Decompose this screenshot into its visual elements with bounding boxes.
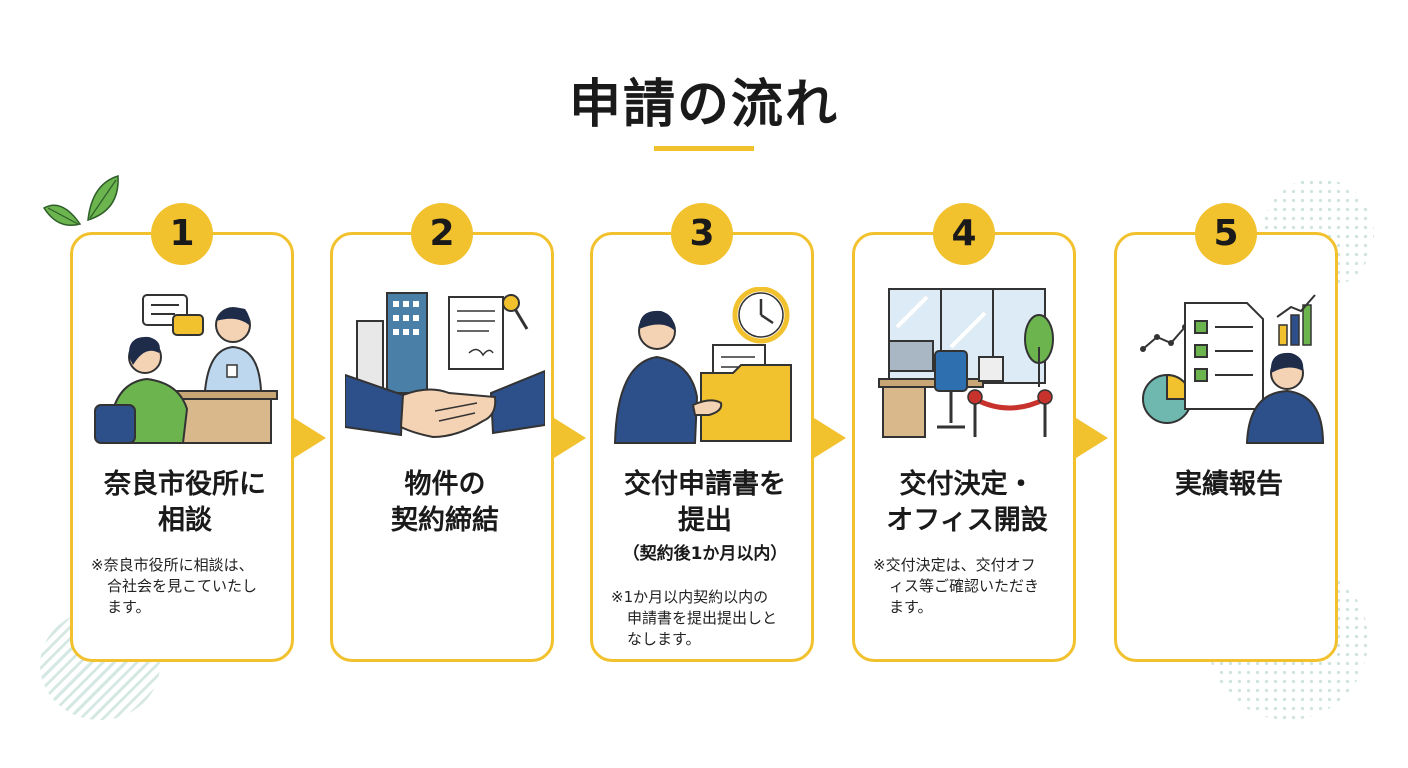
document-submit-icon xyxy=(613,287,792,444)
step-number-badge: 3 xyxy=(671,203,733,265)
step-card-3: 3 交付申請書を 提出 （契約後1か月以内） ※1か月以内契約以内の 申請書を提… xyxy=(590,203,814,662)
step-title: 交付決定・ オフィス開設 xyxy=(886,469,1048,536)
office-opening-icon xyxy=(878,288,1054,438)
step-note: ※交付決定は、交付オフ ィス等ご確認いただき ます。 xyxy=(873,556,1040,616)
step-subtitle: （契約後1か月以内） xyxy=(622,544,788,564)
step-note: ※奈良市役所に相談は、 合社会を見こていたし ます。 xyxy=(91,556,258,616)
flow-arrow xyxy=(294,418,326,458)
step-title: 交付申請書を 提出 xyxy=(624,469,786,536)
step-number-badge: 2 xyxy=(411,203,473,265)
step-number-badge: 5 xyxy=(1195,203,1257,265)
step-title: 物件の 契約締結 xyxy=(391,469,499,536)
flow-arrow xyxy=(814,418,846,458)
page-title: 申請の流れ xyxy=(568,75,839,135)
consultation-icon xyxy=(94,294,278,444)
step-card-5: 5 実績報告 xyxy=(1114,203,1338,662)
step-number-badge: 4 xyxy=(933,203,995,265)
report-icon xyxy=(1140,294,1325,444)
flow-arrow xyxy=(1076,418,1108,458)
leaf-icon xyxy=(42,175,119,226)
step-card-1: 1 奈良市役所に 相談 ※奈良市役所に相談は、 合社会を見こていたし ます。 xyxy=(70,203,294,662)
title-underline xyxy=(654,146,754,151)
step-title: 奈良市役所に 相談 xyxy=(104,469,266,536)
handshake-contract-icon xyxy=(345,292,545,439)
step-note: ※1か月以内契約以内の 申請書を提出提出しと なします。 xyxy=(611,588,778,648)
step-card-2: 2 物件の 契約締結 xyxy=(330,203,554,662)
flow-arrow xyxy=(554,418,586,458)
step-card-4: 4 交付決定・ オフィス開設 ※交付決定は、交付オフ ィス等ご確認いただき ます… xyxy=(852,203,1076,662)
step-number-badge: 1 xyxy=(151,203,213,265)
step-title: 実績報告 xyxy=(1175,469,1283,500)
